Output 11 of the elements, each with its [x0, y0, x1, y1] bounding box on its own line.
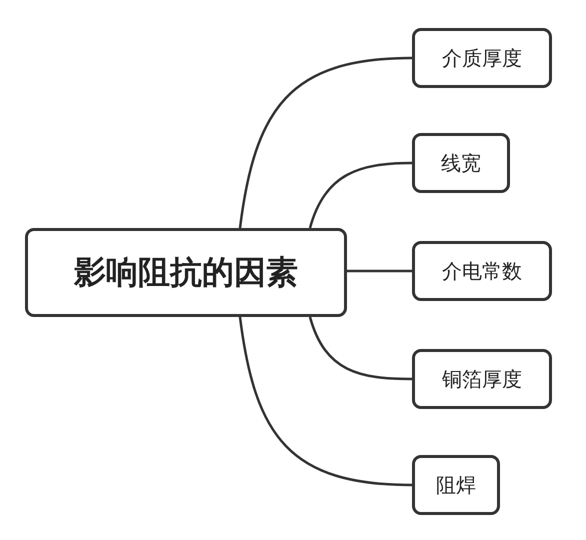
- topic-box: 影响阻抗的因素: [25, 228, 347, 317]
- connector-line: [308, 162, 412, 228]
- connector-line: [308, 316, 412, 380]
- branch-box: 线宽: [412, 133, 510, 193]
- branch-box: 介电常数: [412, 241, 552, 301]
- connector-line: [238, 56, 412, 228]
- connector-line: [238, 316, 412, 486]
- branch-box: 铜箔厚度: [412, 349, 552, 409]
- connector-line: [347, 270, 412, 272]
- branch-box: 介质厚度: [412, 28, 552, 88]
- branch-box: 阻焊: [412, 455, 500, 515]
